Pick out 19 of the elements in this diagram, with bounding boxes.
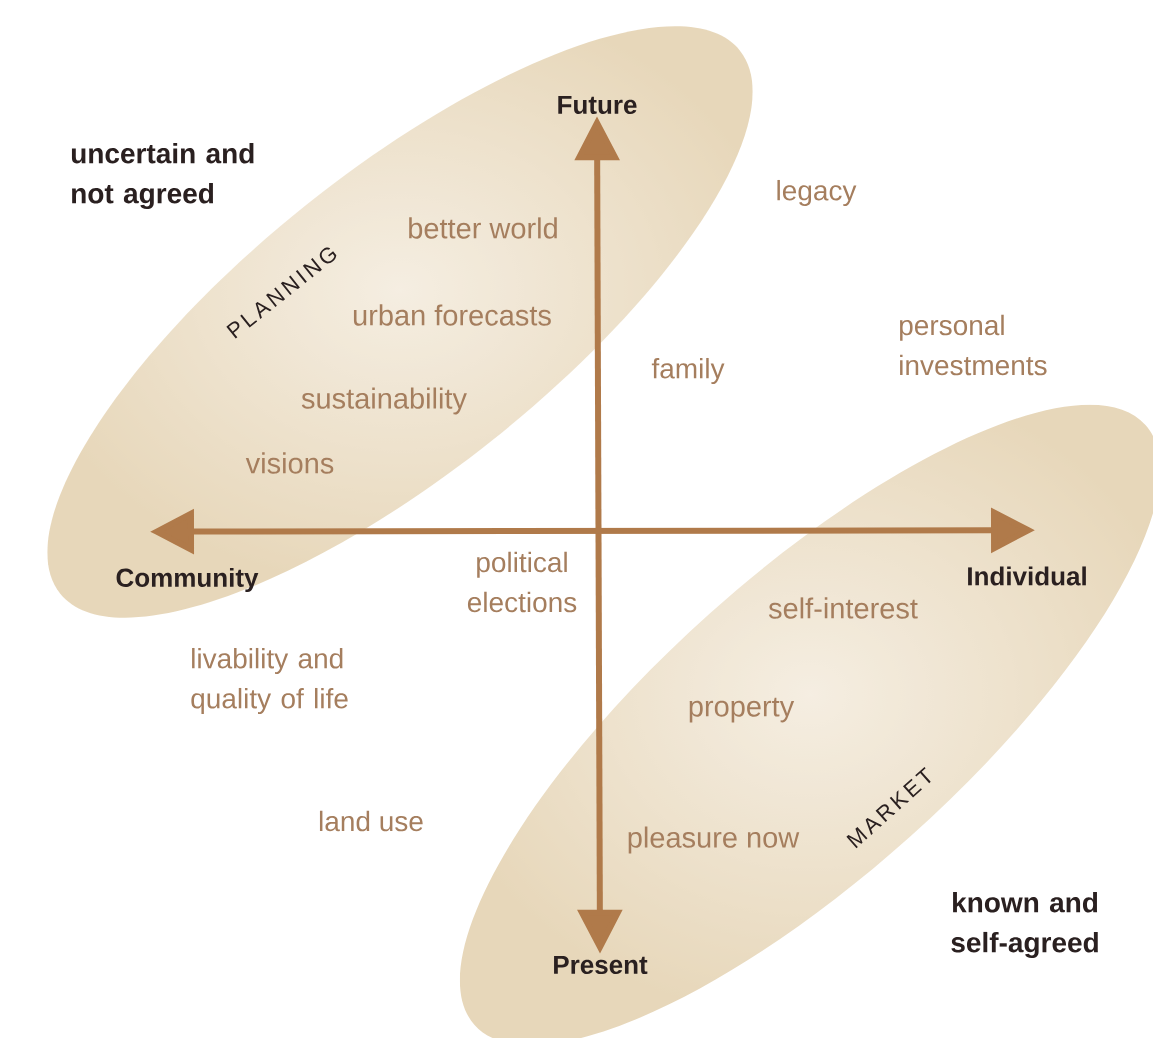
band-text: property <box>689 697 795 723</box>
note-text: known and self-agreed <box>951 891 1098 959</box>
band-text: self-interest <box>768 597 918 619</box>
note-text: land use <box>319 810 423 832</box>
axis-label: Community <box>116 567 259 593</box>
note-text: family <box>651 357 725 385</box>
axis-label: Future <box>558 95 637 115</box>
band-text: sustainability <box>301 387 467 415</box>
band-text: visions <box>245 452 334 474</box>
band-text: better world <box>409 217 557 239</box>
axis-label: Present <box>554 955 648 975</box>
note-text: political elections <box>467 551 577 613</box>
band-text: urban forecasts <box>353 304 551 326</box>
note-text: livability and quality of life <box>191 647 348 715</box>
note-text: personal investments <box>900 314 1047 376</box>
axis-label: Individual <box>968 566 1086 586</box>
note-text: legacy <box>777 179 857 207</box>
band-text: pleasure now <box>628 826 800 854</box>
note-text: uncertain and not agreed <box>71 142 254 210</box>
